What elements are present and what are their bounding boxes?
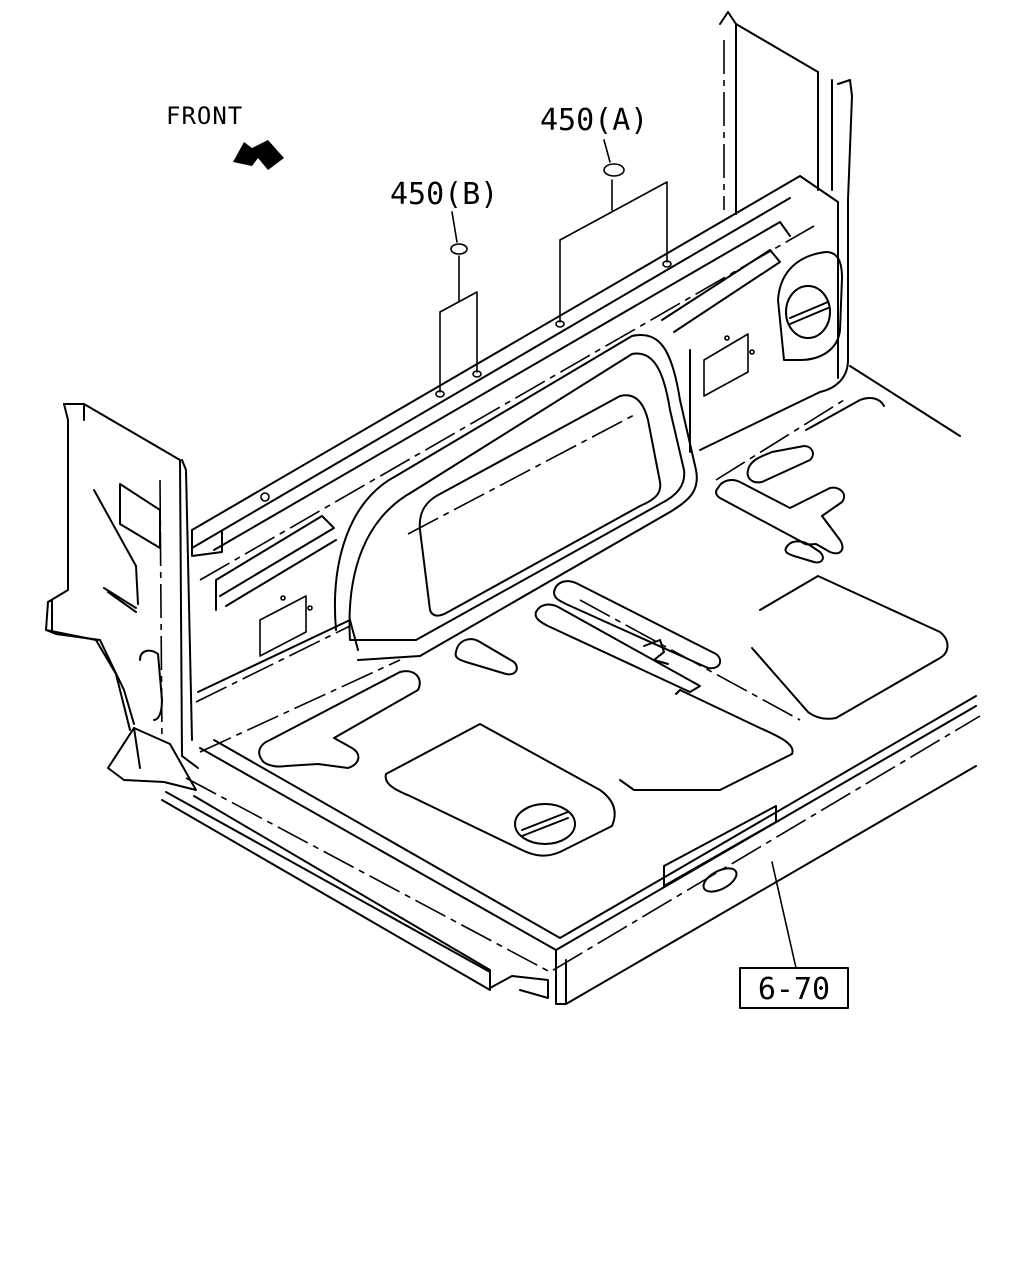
reference-callout: 6-70 <box>739 861 849 1009</box>
callout-450b-label: 450(B) <box>390 177 498 212</box>
callout-450a-label: 450(A) <box>540 103 648 138</box>
floor-stampings <box>258 397 949 857</box>
callout-450b-leader <box>435 211 482 398</box>
bed-left-side-wall <box>45 403 199 791</box>
bed-front-panel <box>191 175 839 703</box>
bed-right-side-wall <box>699 11 961 451</box>
front-arrow-icon <box>233 140 284 170</box>
wheel-house <box>334 334 698 661</box>
front-label: FRONT <box>166 102 243 130</box>
bed-floor <box>161 659 981 1005</box>
reference-label: 6-70 <box>758 972 830 1007</box>
fuel-filler <box>777 251 843 361</box>
callout-450a-leader <box>555 139 672 328</box>
